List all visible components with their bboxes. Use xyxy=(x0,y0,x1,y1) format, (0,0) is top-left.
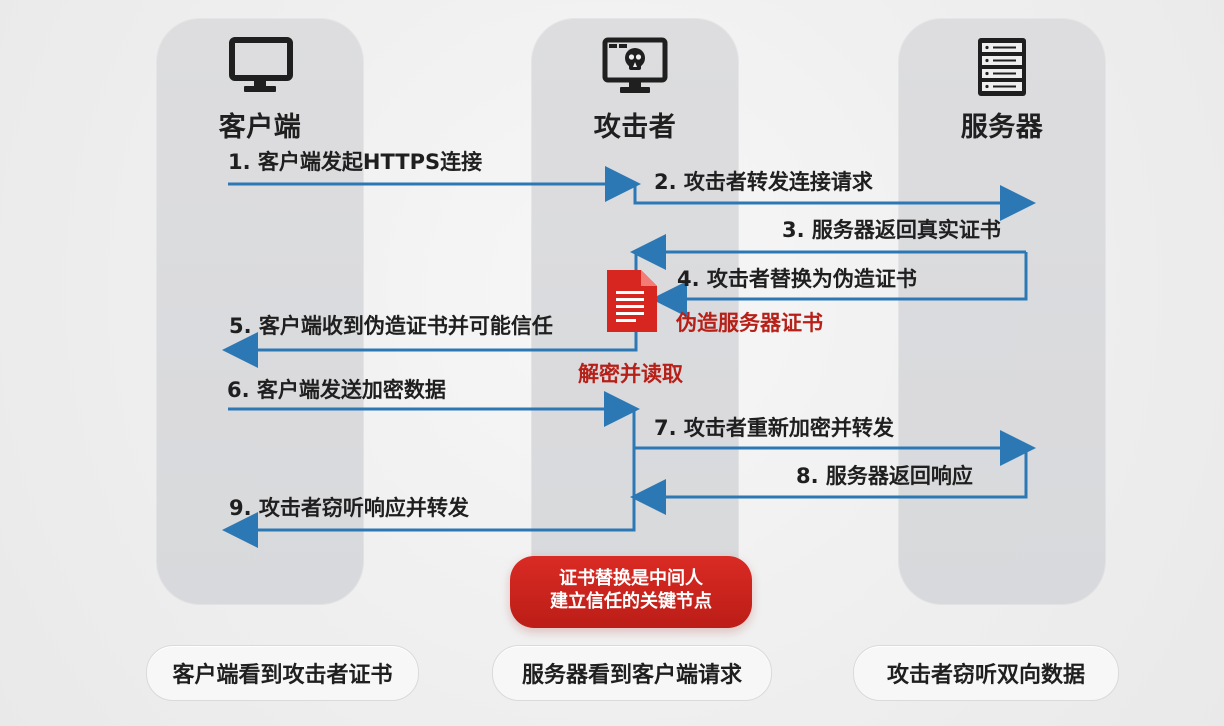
step-3-label: 3. 服务器返回真实证书 xyxy=(782,218,1001,242)
attacker-monitor-icon xyxy=(595,36,675,98)
client-lane xyxy=(156,18,364,605)
server-lane xyxy=(898,18,1106,605)
step-2-label: 2. 攻击者转发连接请求 xyxy=(654,170,873,194)
fake-cert-note: 伪造服务器证书 xyxy=(676,311,823,335)
arrow-step-9 xyxy=(222,409,636,548)
step-4-label: 4. 攻击者替换为伪造证书 xyxy=(677,267,917,291)
summary-client: 客户端看到攻击者证书 xyxy=(146,645,419,701)
step-6-label: 6. 客户端发送加密数据 xyxy=(227,378,446,402)
arrow-step-2 xyxy=(633,184,1036,221)
step-9-label: 9. 攻击者窃听响应并转发 xyxy=(229,496,469,520)
key-point-callout: 证书替换是中间人 建立信任的关键节点 xyxy=(510,556,752,628)
callout-line-2: 建立信任的关键节点 xyxy=(550,591,712,613)
callout-line-1: 证书替换是中间人 xyxy=(559,568,703,589)
arrow-step-4 xyxy=(651,252,1028,317)
arrow-step-8 xyxy=(630,448,1028,515)
step-8-label: 8. 服务器返回响应 xyxy=(796,464,973,488)
attacker-title: 攻击者 xyxy=(593,112,677,143)
decrypt-read-note: 解密并读取 xyxy=(578,362,683,386)
client-title: 客户端 xyxy=(218,112,302,143)
server-icon xyxy=(962,36,1042,98)
server-title: 服务器 xyxy=(960,112,1044,143)
step-7-label: 7. 攻击者重新加密并转发 xyxy=(654,416,894,440)
summary-attacker: 攻击者窃听双向数据 xyxy=(853,645,1119,701)
monitor-icon xyxy=(220,36,300,98)
summary-server: 服务器看到客户端请求 xyxy=(492,645,772,701)
document-icon xyxy=(604,267,660,335)
step-1-label: 1. 客户端发起HTTPS连接 xyxy=(228,150,483,174)
step-5-label: 5. 客户端收到伪造证书并可能信任 xyxy=(229,314,553,338)
